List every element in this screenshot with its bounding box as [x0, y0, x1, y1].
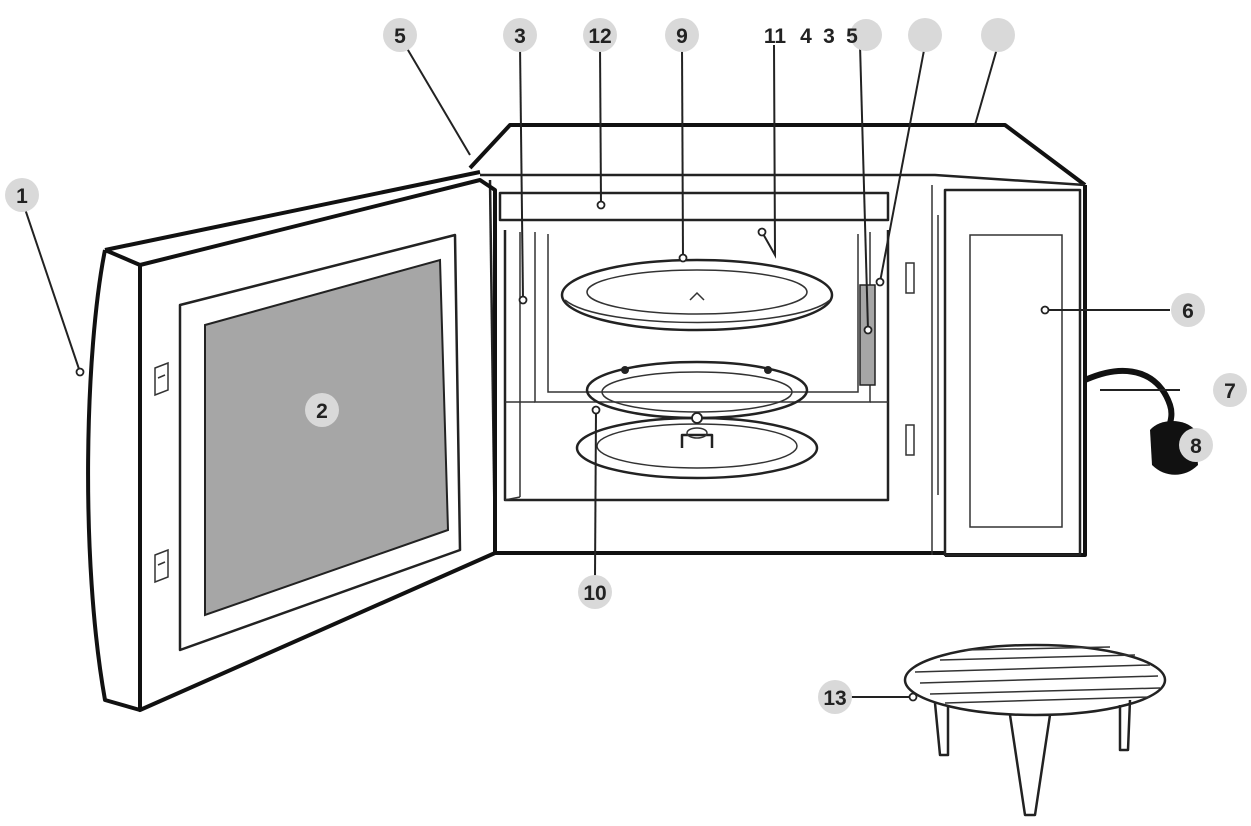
callout-11: 11: [764, 25, 787, 48]
interlock-slot-upper: [905, 262, 915, 294]
callout-9: 9: [665, 18, 699, 52]
callout-2: 2: [305, 393, 339, 427]
door: [86, 170, 497, 712]
svg-text:7: 7: [1224, 380, 1236, 403]
svg-text:9: 9: [676, 25, 688, 48]
svg-text:6: 6: [1182, 300, 1194, 323]
grill-heater: [498, 191, 890, 222]
svg-text:11: 11: [764, 25, 787, 48]
turntable-base: [575, 416, 819, 480]
callout-8: 8: [1179, 428, 1213, 462]
callout-3-right: 3: [823, 25, 835, 48]
callout-12: 12: [583, 18, 617, 52]
svg-text:3: 3: [514, 25, 526, 48]
svg-text:5: 5: [394, 25, 406, 48]
interlock-slot-lower: [905, 424, 915, 456]
roller-ring: [585, 360, 809, 420]
svg-text:5: 5: [846, 25, 858, 48]
svg-text:8: 8: [1190, 435, 1202, 458]
control-panel: [943, 188, 1082, 557]
svg-text:1: 1: [16, 185, 28, 208]
svg-text:2: 2: [316, 400, 328, 423]
leader-dots: [75, 200, 1050, 702]
svg-text:4: 4: [800, 25, 812, 48]
callout-blank-b: [981, 18, 1015, 52]
callout-6: 6: [1171, 293, 1205, 327]
callout-1: 1: [5, 178, 39, 212]
svg-text:13: 13: [823, 687, 846, 710]
callout-3-left: 3: [503, 18, 537, 52]
wire-rack: [903, 643, 1167, 817]
oven-body: [468, 123, 1087, 557]
callout-13: 13: [818, 680, 852, 714]
turntable-glass-tray: [560, 258, 834, 332]
callout-10: 10: [578, 575, 612, 609]
callout-7: 7: [1213, 373, 1247, 407]
callout-5-right: 5: [846, 19, 882, 51]
svg-text:3: 3: [823, 25, 835, 48]
door-window: [204, 258, 450, 617]
callout-blank-a: [908, 18, 942, 52]
leader-lines: [21, 44, 1180, 698]
callout-4: 4: [800, 25, 812, 48]
oven-cavity: [503, 230, 890, 502]
callout-5-left: 5: [383, 18, 417, 52]
svg-text:10: 10: [583, 582, 606, 605]
svg-text:12: 12: [588, 25, 611, 48]
